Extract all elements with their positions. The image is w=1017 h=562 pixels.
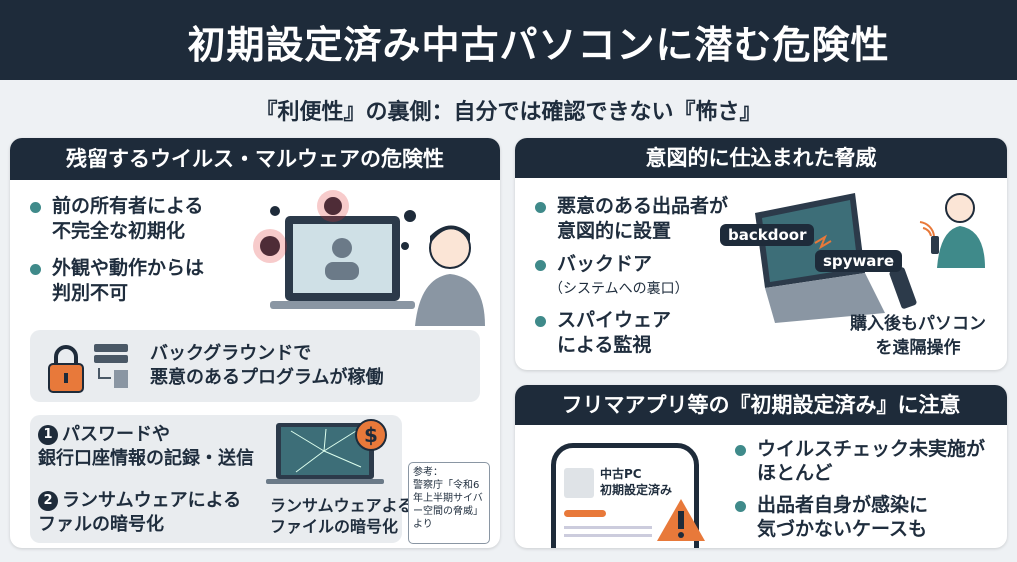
reference-box: 参考： 警察庁「令和6年上半期サイバー空間の脅威」より [408,462,490,544]
risk-text: ランサムウェアによる ファルの暗号化 [38,490,242,535]
intentional-threat-panel: 意図的に仕込まれた脅威 悪意のある出品者が 意図的に設置 バックドア （システムへ… [515,138,1007,370]
laptop-icon [270,216,415,309]
reference-text: 警察庁「令和6年上半期サイバー空間の脅威」より [413,480,483,530]
panel-title: 残留するウイルス・マルウェアの危険性 [10,138,500,180]
bullet: 前の所有者による 不完全な初期化 [30,194,203,244]
subtitle: 『利便性』の裏側：自分では確認できない『怖さ』 [255,100,762,125]
backdoor-note: （システムへの裏口） [549,281,689,297]
risk-text: パスワードや 銀行口座情報の記録・送信 [38,424,254,469]
dollar-icon: $ [355,419,387,451]
spyware-tag: spyware [815,250,902,272]
virus-icon [260,197,416,256]
bullet: 出品者自身が感染に 気づかないケースも [735,493,928,541]
panel-title: フリマアプリ等の『初期設定済み』に注意 [515,385,1007,425]
panel-title: 意図的に仕込まれた脅威 [515,138,1007,178]
listing-line [564,526,652,529]
bullet: 外観や動作からは 判別不可 [30,256,204,306]
title-bar [0,0,1017,80]
flea-market-panel: フリマアプリ等の『初期設定済み』に注意 中古PC 初期設定済み ウイルスチェック… [515,385,1007,548]
listing-title: 中古PC 初期設定済み [600,467,673,497]
bullet: スパイウェア による監視 [535,308,671,358]
warning-icon [657,499,705,541]
bullet-text: バックドア [557,253,653,275]
ransom-caption: ランサムウェアよる ファイルの暗号化 [270,496,414,536]
bullet: 悪意のある出品者が 意図的に設置 [535,194,728,244]
bullet: バックドア （システムへの裏口） [535,252,689,302]
phone-hand-icon [889,193,985,309]
background-program-box: バックグラウンドで 悪意のあるプログラムが稼働 [30,330,480,402]
broken-laptop-icon [266,423,384,484]
malware-panel: 残留するウイルス・マルウェアの危険性 前の所有者による 不完全な初期化 外観や動… [10,138,500,548]
lock-server-icon [48,344,128,393]
listing-price-bar [564,510,606,517]
infected-laptop-illustration [253,190,485,326]
number-badge: 1 [38,425,58,445]
remote-control-text: 購入後もパソコン を遠隔操作 [850,314,986,358]
background-program-text: バックグラウンドで 悪意のあるプログラムが稼働 [150,343,384,388]
laptop-thumbnail-icon [564,468,594,498]
backdoor-tag: backdoor [720,224,815,246]
reference-label: 参考： [413,467,443,478]
person-icon [415,225,485,326]
bullet: ウイルスチェック未実施が ほとんど [735,437,985,485]
page-title: 初期設定済み中古パソコンに潜む危険性 [187,23,890,67]
number-badge: 2 [38,491,58,511]
listing-line [564,534,652,537]
